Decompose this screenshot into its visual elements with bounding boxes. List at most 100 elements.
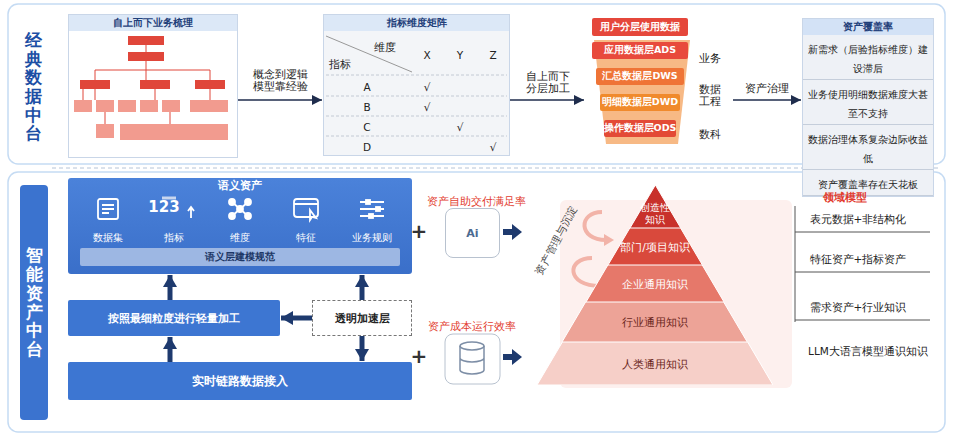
note-label: 123 xyxy=(148,201,179,213)
matrix-card: 指标维度矩阵 xyxy=(323,14,510,156)
edge-label: 概念到逻辑模型靠经验 xyxy=(249,68,311,92)
thumbnail-tree xyxy=(70,30,236,156)
matrix-grid xyxy=(326,96,507,97)
pyramid-layer: 人类通用知识 xyxy=(537,342,773,385)
node-text: 新需求（后验指标维度）建设滞后 xyxy=(808,44,928,74)
node-text: 实时链路数据接入 xyxy=(192,373,288,390)
ai-icon: Ai xyxy=(445,208,500,258)
note-label: 业务 xyxy=(697,52,723,64)
matrix-grid xyxy=(326,75,507,136)
right-rules xyxy=(795,206,796,322)
node-text: 智能资产中台 xyxy=(26,246,43,358)
table-cell: Y xyxy=(457,49,463,61)
thumbnail-tree xyxy=(70,30,236,156)
icon-svg xyxy=(210,196,270,224)
right-rules xyxy=(795,272,930,273)
thumbnail-tree xyxy=(74,100,228,140)
note-label: + xyxy=(411,225,428,237)
process-box: 按照最细粒度进行轻量加工 xyxy=(68,300,280,336)
coverage-item: 资产覆盖率存在天花板 xyxy=(803,170,933,196)
coverage-item: 业务使用明细数据难度大甚至不支持 xyxy=(803,80,933,125)
thumbnail-tree xyxy=(128,36,164,45)
trapezoid-fill xyxy=(630,185,681,228)
icon-glyph xyxy=(229,199,251,219)
matrix-grid xyxy=(324,31,509,155)
trapezoid-fill xyxy=(608,228,702,265)
right-rules xyxy=(795,320,930,321)
data-layer: 应用数据层ADS xyxy=(592,42,688,59)
thumbnail-tree xyxy=(83,45,210,124)
table-cell: √ xyxy=(424,101,431,113)
node-text: 经典数据中台 xyxy=(25,31,42,143)
node-text: 明细数据层DWD xyxy=(602,96,678,109)
connector-arrow xyxy=(281,316,312,321)
node-text: 应用数据层ADS xyxy=(604,44,676,57)
node-text: 部门/项目知识 xyxy=(620,241,690,253)
connector-arrow xyxy=(168,275,173,300)
node-text: 业务使用明细数据难度大甚至不支持 xyxy=(808,89,928,119)
connector-arrow xyxy=(733,99,801,101)
trapezoid-fill xyxy=(562,302,747,342)
dashed-box: 透明加速层 xyxy=(312,300,412,336)
node-text: 特征 xyxy=(296,232,316,243)
node-text: 透明加速层 xyxy=(335,311,390,326)
icon-glyph xyxy=(360,200,384,218)
table-cell: D xyxy=(363,141,371,153)
node-text: 自上而下业务梳理 xyxy=(69,15,237,31)
spec-bar: 语义层建模规范 xyxy=(80,248,400,266)
node-text: 企业通用知识 xyxy=(622,278,688,290)
data-layer: 汇总数据层DWS xyxy=(596,68,684,85)
connector-arrow xyxy=(360,336,365,361)
trapezoid-fill xyxy=(586,265,724,302)
icon-glyph xyxy=(98,199,118,219)
connector-arrow xyxy=(238,99,322,101)
section-title: 智能资产中台 xyxy=(20,185,48,420)
trapezoid-fill xyxy=(537,342,773,385)
thumbnail-tree xyxy=(140,100,158,112)
panels xyxy=(8,4,945,432)
note-label: 数科 xyxy=(697,128,723,140)
table-cell: √ xyxy=(457,121,464,133)
panels xyxy=(8,172,945,432)
thumbnail-tree xyxy=(120,124,228,140)
note-label: 表元数据+非结构化 xyxy=(810,213,907,225)
note-label: LLM大语言模型通识知识 xyxy=(808,345,928,357)
note-label: 资产自助交付满足率 xyxy=(427,195,526,207)
pyramid-layer: 创造性知识 xyxy=(630,185,681,228)
data-layer: 操作数据层ODS xyxy=(604,120,676,137)
node-text: Ai xyxy=(466,227,478,240)
decor-arrows xyxy=(512,349,522,365)
edge-label: 资产治理 xyxy=(737,82,797,94)
matrix-grid xyxy=(326,75,507,76)
thumbnail-tree xyxy=(128,52,164,61)
node-text: 数据治理体系复杂边际收益低 xyxy=(808,134,928,164)
thumbnail-tree xyxy=(140,80,170,89)
node-text: 用户分层使用数据 xyxy=(592,18,688,36)
table-cell: √ xyxy=(490,141,497,153)
asset-icon: 业务规则 xyxy=(342,196,402,245)
matrix-grid xyxy=(326,36,412,72)
database-icon xyxy=(445,334,500,384)
coverage-card: 资产覆盖率新需求（后验指标维度）建设滞后业务使用明细数据难度大甚至不支持数据治理… xyxy=(802,18,934,197)
table-cell: B xyxy=(363,101,370,113)
thumbnail-card: 自上而下业务梳理 xyxy=(68,14,238,158)
pyramid-layer: 行业通用知识 xyxy=(562,302,747,342)
node-text: 语义资产 xyxy=(68,178,412,194)
icon-glyph xyxy=(294,199,318,220)
node-text: 数据集 xyxy=(93,232,123,243)
thumbnail-tree xyxy=(80,80,110,89)
node-text: 人类通用知识 xyxy=(622,358,688,370)
connector-arrow xyxy=(360,275,365,300)
decor-arrows xyxy=(503,224,522,365)
note-label: 资产成本运行效率 xyxy=(428,320,516,332)
semantic-box: 语义资产数据集指标维度特征业务规则语义层建模规范 xyxy=(68,178,412,274)
pyramid-ground xyxy=(573,258,600,286)
thumbnail-tree xyxy=(195,80,225,89)
node-text: 指标维度矩阵 xyxy=(324,15,509,31)
note-label: 特征资产+指标资产 xyxy=(810,253,907,265)
pyramid-layer: 企业通用知识 xyxy=(586,265,724,302)
thumbnail-tree xyxy=(162,100,180,112)
thumbnail-tree xyxy=(80,36,225,89)
